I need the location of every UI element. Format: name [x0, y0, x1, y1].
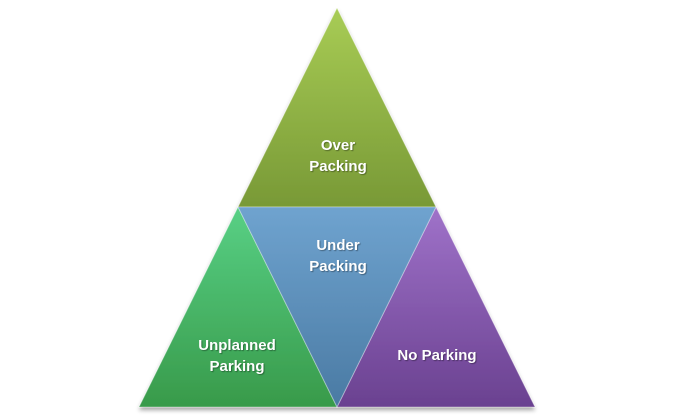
label-over-packing: Over Packing	[288, 135, 388, 177]
label-unplanned-parking: Unplanned Parking	[172, 335, 302, 377]
label-noparking-line-1: No Parking	[397, 347, 477, 364]
label-unplanned-line-2: Parking	[209, 358, 265, 375]
segment-under-packing	[237, 206, 437, 409]
label-over-line-1: Over	[320, 137, 356, 154]
label-over-line-2: Packing	[309, 158, 367, 175]
label-under-packing: Under Packing	[288, 235, 388, 277]
segment-over-packing	[237, 6, 437, 208]
label-under-line-1: Under	[316, 237, 360, 254]
label-under-line-2: Packing	[309, 258, 367, 275]
label-no-parking: No Parking	[377, 345, 497, 366]
label-unplanned-line-1: Unplanned	[198, 337, 276, 354]
